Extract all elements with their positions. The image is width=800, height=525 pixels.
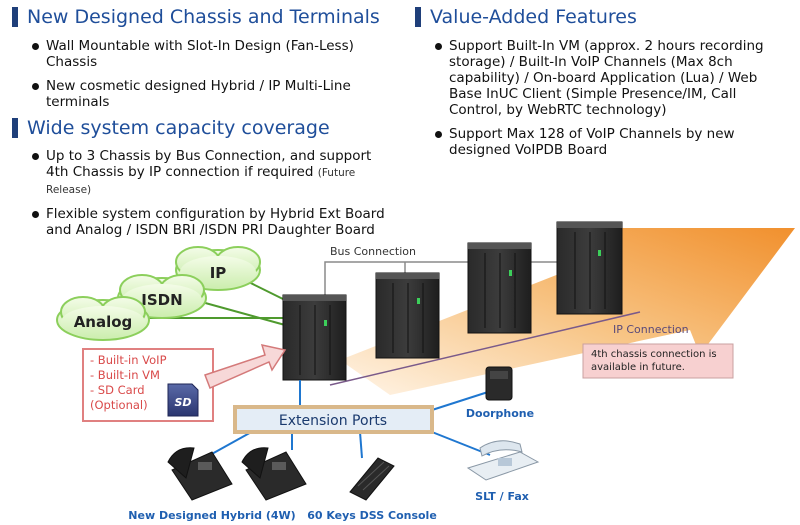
doorphone-icon bbox=[485, 366, 513, 401]
list-item: Support Built-In VM (approx. 2 hours rec… bbox=[433, 38, 778, 118]
list-item: Up to 3 Chassis by Bus Connection, and s… bbox=[30, 148, 390, 198]
extension-ports-box: Extension Ports bbox=[233, 405, 434, 434]
builtin-line: - Built-in VoIP bbox=[90, 353, 167, 367]
ip-connection-label: IP Connection bbox=[613, 323, 689, 336]
builtin-line: (Optional) bbox=[90, 398, 148, 412]
dss-console-icon bbox=[349, 457, 395, 501]
future-note-box: 4th chassis connection is available in f… bbox=[582, 343, 734, 379]
heading-bar bbox=[12, 118, 18, 138]
capacity-bullet-list: Up to 3 Chassis by Bus Connection, and s… bbox=[30, 148, 390, 246]
chassis-2 bbox=[375, 272, 440, 359]
chassis-bullet-list: Wall Mountable with Slot-In Design (Fan-… bbox=[30, 38, 385, 118]
chassis-4 bbox=[556, 221, 623, 315]
cloud-analog-label: Analog bbox=[74, 313, 133, 331]
chassis-1 bbox=[282, 294, 347, 381]
cloud-analog: Analog bbox=[56, 296, 150, 341]
future-note-line2: available in future. bbox=[591, 362, 685, 373]
dss-label: 60 Keys DSS Console bbox=[307, 509, 437, 522]
hybrid-label: New Designed Hybrid (4W) bbox=[128, 509, 295, 522]
cloud-isdn-label: ISDN bbox=[141, 291, 182, 309]
heading-text: Wide system capacity coverage bbox=[27, 117, 330, 139]
extension-ports-label: Extension Ports bbox=[279, 413, 387, 429]
heading-value-added: Value-Added Features bbox=[415, 6, 637, 28]
builtin-line: - Built-in VM bbox=[90, 368, 160, 382]
heading-text: Value-Added Features bbox=[430, 6, 637, 28]
sd-card-icon: SD bbox=[167, 383, 199, 417]
slt-phone-icon bbox=[466, 440, 540, 481]
builtin-line: - SD Card bbox=[90, 383, 145, 397]
heading-bar bbox=[12, 7, 18, 27]
ip-connection-line bbox=[329, 311, 641, 386]
chassis-3 bbox=[467, 242, 532, 334]
ports-to-doorphone-line bbox=[431, 391, 489, 411]
hybrid-phone-icon bbox=[241, 447, 307, 501]
slt-fax-label: SLT / Fax bbox=[475, 490, 529, 503]
doorphone-label: Doorphone bbox=[466, 407, 534, 420]
future-note-line1: 4th chassis connection is bbox=[591, 349, 717, 360]
heading-system-capacity: Wide system capacity coverage bbox=[12, 117, 330, 139]
heading-chassis-terminals: New Designed Chassis and Terminals bbox=[12, 6, 380, 28]
features-bullet-list: Support Built-In VM (approx. 2 hours rec… bbox=[433, 38, 778, 166]
ports-to-hybrid-line bbox=[209, 429, 256, 456]
ports-to-dss-line bbox=[359, 431, 363, 459]
cloud-ip-label: IP bbox=[210, 264, 227, 282]
capacity-text: Up to 3 Chassis by Bus Connection, and s… bbox=[46, 148, 372, 180]
list-item: Support Max 128 of VoIP Channels by new … bbox=[433, 126, 778, 158]
sd-card-label: SD bbox=[174, 396, 191, 409]
list-item: Flexible system configuration by Hybrid … bbox=[30, 206, 390, 238]
bus-connection-label: Bus Connection bbox=[330, 245, 416, 258]
heading-bar bbox=[415, 7, 421, 27]
list-item: New cosmetic designed Hybrid / IP Multi-… bbox=[30, 78, 385, 110]
heading-text: New Designed Chassis and Terminals bbox=[27, 6, 380, 28]
list-item: Wall Mountable with Slot-In Design (Fan-… bbox=[30, 38, 385, 70]
hybrid-phone-icon bbox=[167, 447, 233, 501]
future-release-note: (Future Release) bbox=[46, 167, 356, 196]
builtin-arrow bbox=[204, 343, 287, 390]
